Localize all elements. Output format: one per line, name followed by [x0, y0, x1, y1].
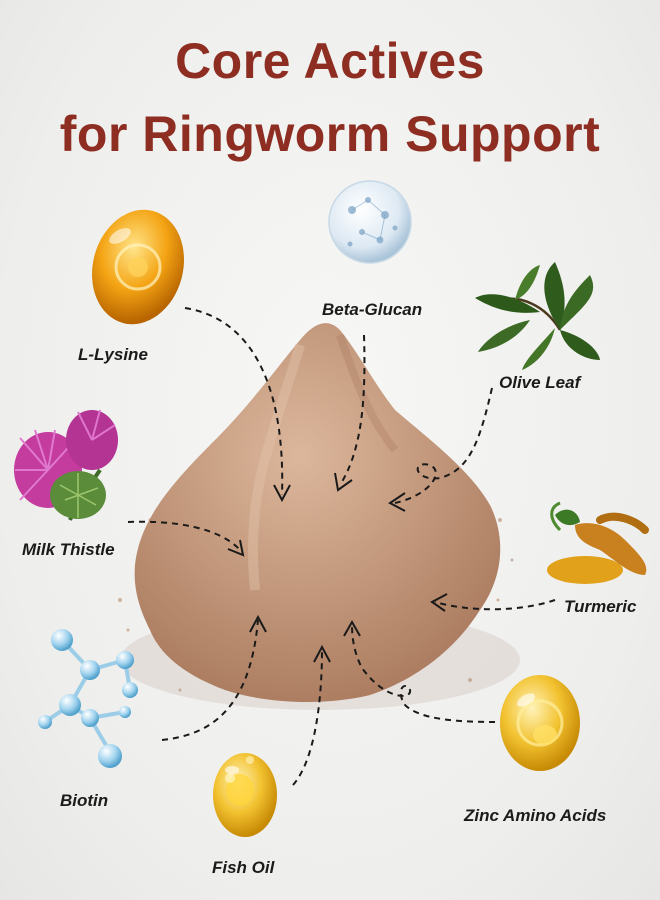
amber-capsule-icon	[92, 209, 184, 325]
headline-line-2: for Ringworm Support	[59, 106, 601, 162]
milk-thistle-flower-icon	[14, 409, 118, 521]
headline-line-1: Core Actives	[175, 33, 485, 89]
label-milk-thistle: Milk Thistle	[22, 540, 115, 559]
fish-oil-capsule-icon	[213, 753, 277, 837]
water-droplet-icon	[328, 180, 412, 264]
label-fish-oil: Fish Oil	[212, 858, 275, 877]
label-turmeric: Turmeric	[564, 597, 637, 616]
olive-leaf-icon	[475, 262, 600, 370]
powder-pile	[118, 323, 520, 710]
turmeric-root-icon	[547, 501, 649, 584]
label-zinc-amino-acids: Zinc Amino Acids	[464, 806, 607, 825]
label-olive-leaf: Olive Leaf	[499, 373, 581, 392]
label-l-lysine: L-Lysine	[78, 345, 148, 364]
connector-arrows	[127, 307, 556, 786]
molecule-icon	[38, 629, 138, 768]
label-beta-glucan: Beta-Glucan	[322, 300, 423, 319]
label-biotin: Biotin	[60, 791, 109, 810]
gold-capsule-icon	[500, 675, 580, 771]
